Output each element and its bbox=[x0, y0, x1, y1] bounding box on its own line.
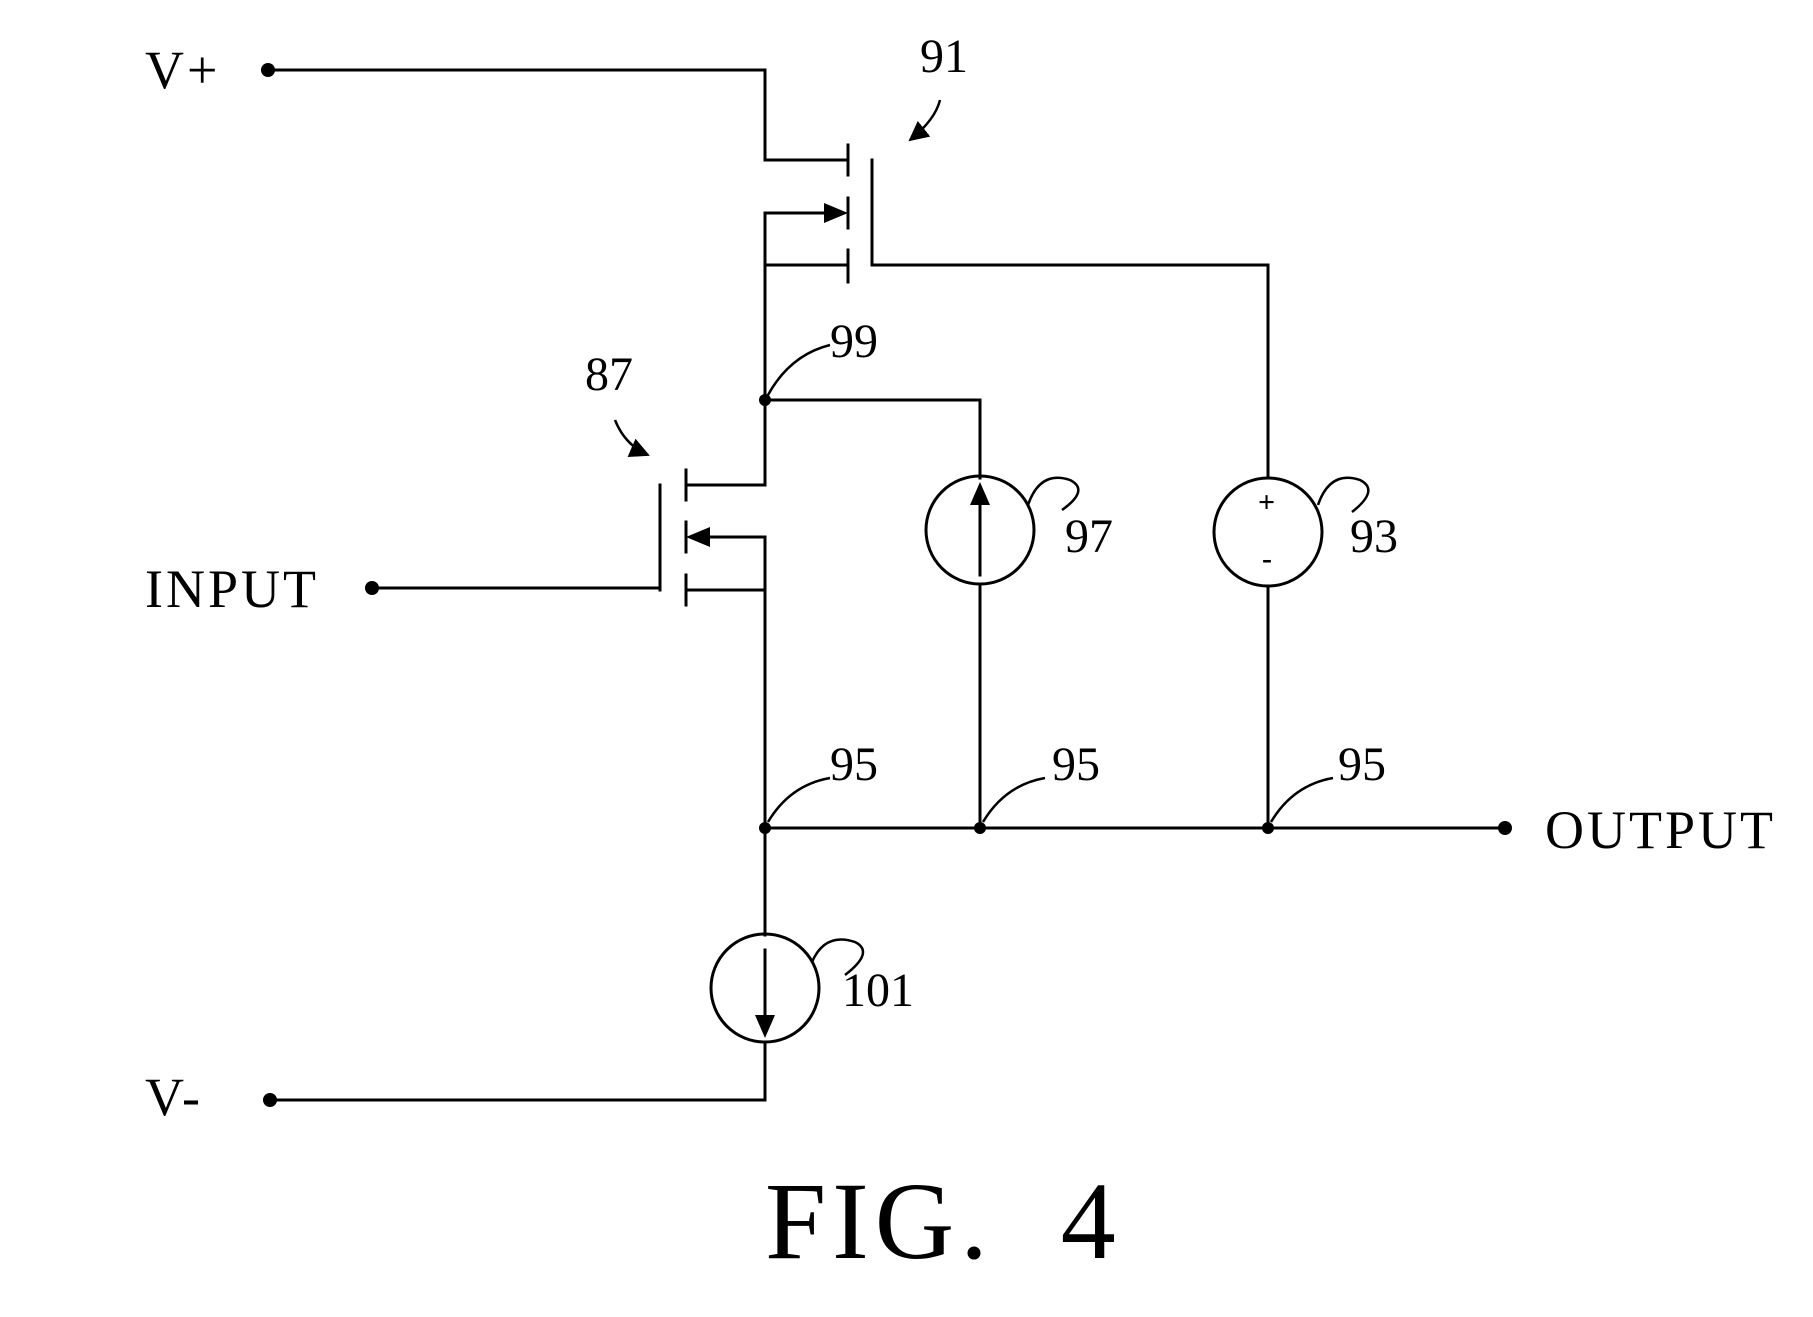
leader-93 bbox=[1316, 476, 1370, 513]
ref-95-mid: 95 bbox=[1052, 738, 1100, 791]
ref-101: 101 bbox=[842, 964, 914, 1017]
source-93-plus-sign: + bbox=[1258, 486, 1275, 519]
leader-87 bbox=[613, 419, 650, 457]
transistor-91 bbox=[763, 143, 1270, 480]
transistor-87 bbox=[658, 468, 767, 607]
leader-95-right bbox=[1269, 776, 1334, 823]
voltage-source-93: + - bbox=[1212, 476, 1324, 588]
v-minus-wire bbox=[268, 1040, 767, 1102]
node-99-to-97-wire bbox=[763, 398, 982, 480]
v-minus-label: V- bbox=[145, 1067, 203, 1127]
leader-97 bbox=[1026, 476, 1080, 512]
leader-95-mid bbox=[981, 776, 1046, 823]
ref-95-right: 95 bbox=[1338, 738, 1386, 791]
ref-93: 93 bbox=[1350, 510, 1398, 563]
leader-99 bbox=[766, 343, 831, 396]
ref-97: 97 bbox=[1065, 510, 1113, 563]
v-plus-label: V+ bbox=[145, 40, 220, 100]
node-95-mid-dot bbox=[974, 822, 986, 834]
current-source-97 bbox=[924, 474, 1036, 586]
ref-99: 99 bbox=[830, 315, 878, 368]
v-plus-wire bbox=[266, 68, 850, 162]
node-95-right-dot bbox=[1262, 822, 1274, 834]
leader-91 bbox=[908, 99, 942, 142]
ref-95-left: 95 bbox=[830, 738, 878, 791]
source-93-minus-sign: - bbox=[1262, 542, 1272, 575]
output-label: OUTPUT bbox=[1545, 800, 1776, 860]
leader-101 bbox=[810, 938, 865, 976]
figure-caption: FIG. 4 bbox=[765, 1160, 1122, 1282]
input-label: INPUT bbox=[145, 559, 319, 619]
current-source-101 bbox=[709, 932, 821, 1044]
leader-95-left bbox=[766, 776, 831, 823]
ref-91: 91 bbox=[920, 30, 968, 83]
ref-87: 87 bbox=[585, 348, 633, 401]
